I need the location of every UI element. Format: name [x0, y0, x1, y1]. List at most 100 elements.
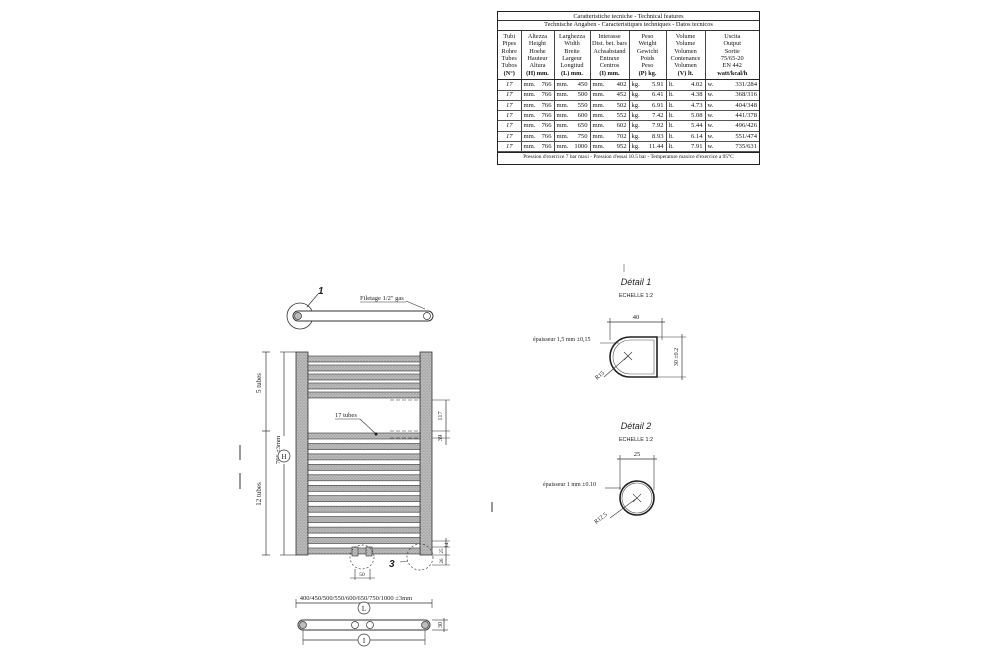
unit-label: lt. [668, 101, 674, 109]
thread-leader [405, 300, 426, 310]
value-label: 766 [541, 81, 552, 89]
unit-label: w. [707, 112, 714, 120]
column-header-line: Width [564, 40, 580, 48]
unit-label: mm. [523, 132, 536, 140]
column-header-line: (H) mm. [526, 69, 549, 77]
table-cell-height: mm.766 [521, 131, 555, 143]
value-label: 702 [616, 132, 627, 140]
table-cell-volume: lt. 4.73 [666, 100, 706, 112]
unit-label: mm. [523, 122, 536, 130]
bottom-view: 400/450/500/550/600/650/750/1000 ±3mm L … [295, 595, 448, 647]
unit-label: mm. [556, 81, 569, 89]
unit-label: kg. [631, 101, 640, 109]
column-header-line: Hauteur [527, 55, 548, 63]
column-header-line: Tubos [501, 62, 518, 70]
value-label: 4.73 [690, 101, 703, 109]
value-label: 6.41 [651, 91, 664, 99]
column-header-line: Interasse [598, 32, 621, 40]
column-header-line: Uscita [724, 32, 741, 40]
dim-25: 25 [440, 548, 445, 554]
unit-label: mm. [556, 91, 569, 99]
value-label: 7.92 [651, 122, 664, 130]
bottom-bar [297, 619, 431, 631]
column-header-line: watt/kcal/h [717, 69, 748, 77]
end-cap-left [299, 621, 307, 629]
table-cell-width: mm.550 [554, 100, 591, 112]
value-label: 11.44 [648, 142, 664, 150]
unit-label: lt. [668, 91, 674, 99]
valve-right [365, 546, 373, 557]
value-label: 404/348 [735, 101, 757, 109]
detail-1-width-dim: 40 [633, 314, 640, 321]
column-header-line: Centros [599, 62, 620, 70]
column-header-line: Volume [675, 40, 696, 48]
table-cell-width: mm.450 [554, 79, 591, 91]
tubes-5-label: 5 tubes [255, 373, 263, 393]
column-header-line: Entraxe [599, 55, 620, 63]
unit-label: lt. [668, 112, 674, 120]
dim-39: 39 [437, 435, 444, 442]
column-header-line: Tubes [501, 55, 517, 63]
height-dim-label: 766 ±3mm [275, 436, 282, 464]
table-cell-tubes: 17 [498, 110, 522, 122]
column-header-line: Hoehe [529, 47, 546, 55]
column-header-line: (N°) [503, 69, 515, 77]
connection-hole-icon [351, 621, 359, 629]
value-label: 7.42 [651, 112, 664, 120]
unit-label: kg. [631, 122, 640, 130]
unit-label: mm. [556, 122, 569, 130]
table-cell-tubes: 17 [498, 120, 522, 132]
tube [307, 453, 421, 461]
column-header-line: Altezza [527, 32, 548, 40]
table-cell-volume: lt.5.08 [666, 110, 706, 122]
value-label: 766 [541, 142, 552, 150]
table-cell-volume: lt.5.44 [666, 120, 706, 132]
tube [307, 382, 421, 390]
unit-label: mm. [556, 142, 569, 150]
pressure-note: Pression d'exercice 7 bar maxi - Pressio… [498, 152, 759, 163]
value-label: 766 [541, 101, 552, 109]
detail-1-thickness: épaisseur 1,5 mm ±0,15 [533, 337, 590, 343]
tube [307, 464, 421, 471]
column-header-line: EN 442 [722, 62, 742, 70]
value-label: 402 [616, 81, 627, 89]
table-cell-dist: mm.952 [590, 141, 630, 153]
callout-3-circle [406, 543, 434, 571]
unit-label: mm. [592, 101, 605, 109]
column-header-line: Peso [641, 32, 654, 40]
table-cell-weight: kg.6.91 [629, 100, 667, 112]
table-cell-height: mm.766 [521, 90, 555, 101]
unit-label: mm. [592, 122, 605, 130]
table-cell-tubes: 17 [498, 79, 522, 91]
tube [307, 484, 421, 492]
table-cell-output: w.735/631 [705, 141, 759, 153]
height-label-bg [274, 436, 285, 464]
table-subtitle: Technische Angaben - Caracteristiques te… [498, 21, 759, 31]
unit-label: mm. [523, 112, 536, 120]
table-cell-weight: kg.8.93 [629, 131, 667, 143]
table-cell-output: w.441/378 [705, 110, 759, 122]
unit-label: lt. [668, 142, 674, 150]
unit-label: w. [707, 91, 714, 99]
detail-1-height-dim: 30 ±0.2 [674, 348, 680, 366]
unit-label: lt. [668, 132, 674, 140]
table-cell-output: w.496/426 [705, 120, 759, 132]
unit-label: w. [707, 101, 714, 109]
table-cell-output: w. 368/316 [705, 90, 759, 101]
value-label: 368/316 [735, 91, 757, 99]
value-label: 550 [577, 101, 588, 109]
unit-label: mm. [592, 132, 605, 140]
column-header-line: Sortie [724, 47, 740, 55]
table-cell-dist: mm.502 [590, 100, 630, 112]
tube [307, 495, 421, 503]
unit-label: w. [707, 122, 714, 130]
